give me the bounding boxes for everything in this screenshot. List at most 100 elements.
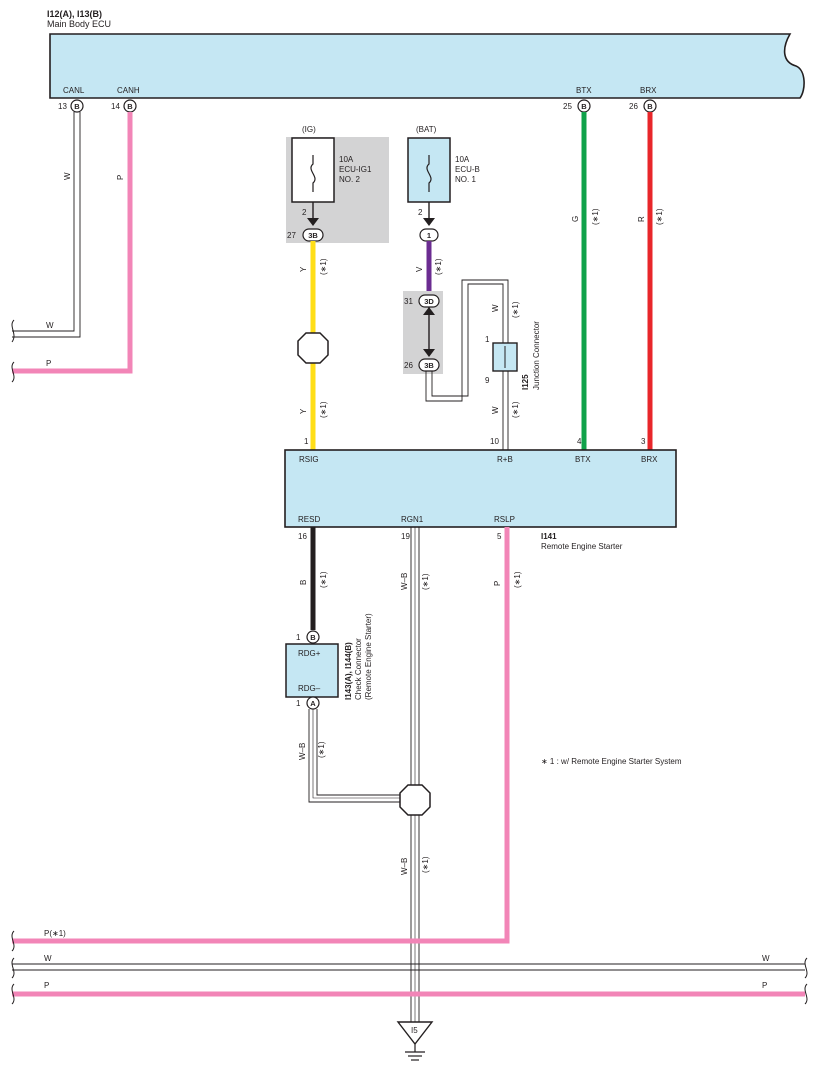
ecu-subtitle: Main Body ECU [47, 19, 111, 29]
wire-rb-color-bottom: W [491, 406, 500, 414]
fuse-ig-name1: ECU-IG1 [339, 165, 372, 174]
wire-resd-color: B [299, 580, 308, 585]
ecu-pin-13: 13 B [58, 99, 84, 113]
break-mark-w [11, 319, 15, 343]
wire-bus-w-right: W [762, 954, 770, 963]
fuse-ig-arrow [307, 218, 319, 226]
break-mark-bus-p-left [11, 983, 15, 1005]
starter-pin-brx-num: 3 [641, 437, 646, 446]
check-connector-id: I143(A), I144(B) [344, 642, 353, 700]
wire-rdg-note: (∗1) [317, 741, 326, 758]
starter-pin-btx-label: BTX [575, 455, 591, 464]
wire-rdg-wb [308, 709, 402, 803]
starter-pin-rsig-label: RSIG [299, 455, 319, 464]
wire-bus-w [12, 963, 805, 971]
wire-rslp-p [12, 527, 510, 944]
wire-canh-p [12, 112, 133, 374]
break-mark-p [11, 361, 15, 383]
svg-text:13: 13 [58, 102, 67, 111]
wire-bat-color: V [415, 266, 424, 272]
starter-pin-rsig-num: 1 [304, 437, 309, 446]
svg-text:26: 26 [629, 102, 638, 111]
wire-rgn1-note-top: (∗1) [421, 573, 430, 590]
fuse-ig-icon [310, 155, 316, 192]
starter-pin-rgn1-num: 19 [401, 532, 410, 541]
junction-lower-connector [418, 358, 440, 372]
svg-text:B: B [74, 102, 80, 111]
svg-text:3D: 3D [424, 297, 434, 306]
wire-w-left-label: W [46, 321, 54, 330]
wire-canl-w [12, 112, 81, 338]
junction-lower-num: 26 [404, 361, 413, 370]
svg-text:A: A [310, 699, 316, 708]
check-connector-name: Check Connector [354, 638, 363, 700]
wire-canh-color: P [116, 175, 125, 180]
fuse-bat-icon [426, 155, 432, 192]
wire-p-star-label: P(∗1) [44, 929, 66, 938]
wire-rsig-note-bottom: (∗1) [319, 401, 328, 418]
ecu-pin-25: 25 B [563, 99, 591, 113]
wire-rb-note-bottom: (∗1) [511, 401, 520, 418]
ecu-pin-14: 14 B [111, 99, 137, 113]
svg-text:25: 25 [563, 102, 572, 111]
wire-rsig-note-top: (∗1) [319, 258, 328, 275]
splice-rsig [297, 332, 329, 364]
svg-text:B: B [647, 102, 653, 111]
splice-ground [399, 784, 431, 816]
fuse-ig-rating: 10A [339, 155, 354, 164]
wire-rgn1-note-bottom: (∗1) [421, 856, 430, 873]
check-num-bottom: 1 [296, 699, 301, 708]
break-mark-pstar [11, 930, 15, 952]
starter-name: Remote Engine Starter [541, 542, 623, 551]
starter-pin-rgn1-label: RGN1 [401, 515, 424, 524]
wire-bus-p-left: P [44, 981, 49, 990]
check-num-top: 1 [296, 633, 301, 642]
wire-brx-note: (∗1) [655, 208, 664, 225]
ecu-pin-brx-label: BRX [640, 86, 657, 95]
check-connector-box [285, 643, 339, 698]
wire-rslp-note: (∗1) [513, 571, 522, 588]
svg-text:B: B [581, 102, 587, 111]
fuse-bat-pin: 2 [418, 208, 423, 217]
junction-connector-id: I125 [521, 374, 530, 390]
check-pin-plus: RDG+ [298, 649, 321, 658]
svg-text:1: 1 [427, 231, 431, 240]
ecu-pin-btx-label: BTX [576, 86, 592, 95]
wire-rsig-color-top: Y [299, 266, 308, 272]
wire-rsig-color-bottom: Y [299, 408, 308, 414]
wire-p-left-label: P [46, 359, 51, 368]
wire-canl-color: W [63, 172, 72, 180]
check-connector-sub: (Remote Engine Starter) [364, 613, 373, 700]
starter-pin-rb-label: R+B [497, 455, 513, 464]
check-conn-top [306, 630, 320, 644]
wire-rb-color-top: W [491, 304, 500, 312]
junction-pin-bottom: 9 [485, 376, 490, 385]
ecu-title: I12(A), I13(B) [47, 9, 102, 19]
junction-arrow-down [423, 349, 435, 357]
starter-pin-resd-num: 16 [298, 532, 307, 541]
wire-rgn1-color-top: W–B [400, 573, 409, 590]
starter-id: I141 [541, 532, 557, 541]
wire-rdg-color: W–B [298, 743, 307, 760]
wire-brx-color: R [637, 216, 646, 222]
wire-rb-note-top: (∗1) [511, 301, 520, 318]
fuse-bat-arrow [423, 218, 435, 226]
starter-box [284, 449, 677, 528]
wire-rgn1-color-bottom: W–B [400, 858, 409, 875]
starter-pin-rb-num: 10 [490, 437, 499, 446]
junction-upper-num: 31 [404, 297, 413, 306]
starter-pin-btx-num: 4 [577, 437, 582, 446]
check-pin-minus: RDG– [298, 684, 321, 693]
starter-pin-brx-label: BRX [641, 455, 658, 464]
svg-text:3B: 3B [308, 231, 318, 240]
break-mark-bus-w-left [11, 957, 15, 979]
ground-triangle [396, 1021, 434, 1046]
junction-arrow-up [423, 307, 435, 315]
starter-pin-resd-label: RESD [298, 515, 320, 524]
fuse-bat-name2: NO. 1 [455, 175, 476, 184]
svg-text:14: 14 [111, 102, 120, 111]
ecu-pin-canl-label: CANL [63, 86, 85, 95]
starter-pin-rslp-num: 5 [497, 532, 502, 541]
fuse-bat-source: (BAT) [416, 125, 437, 134]
